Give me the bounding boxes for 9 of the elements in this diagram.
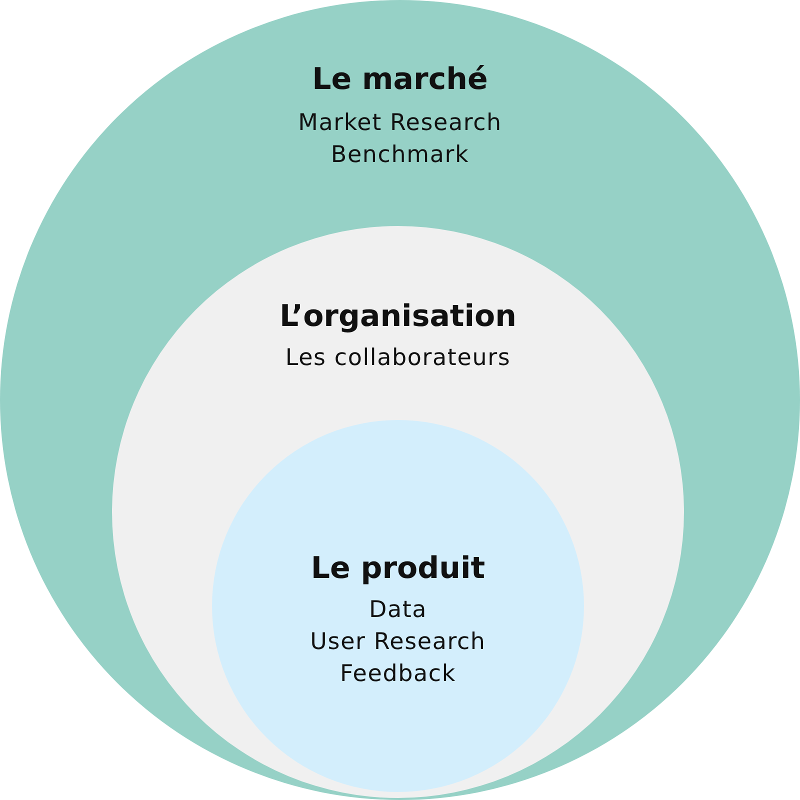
section-heading: L’organisation (279, 298, 517, 336)
list-item-text: Benchmark (330, 141, 470, 170)
list-item-text: Feedback (340, 660, 456, 689)
list-item-text: Market Research (298, 109, 502, 138)
section-heading: Le marché (312, 61, 488, 99)
list-item-text: Data (368, 596, 428, 625)
list-item-text: User Research (310, 628, 486, 657)
list-item-text: Les collaborateurs (285, 344, 511, 373)
section-heading: Le produit (310, 550, 486, 588)
